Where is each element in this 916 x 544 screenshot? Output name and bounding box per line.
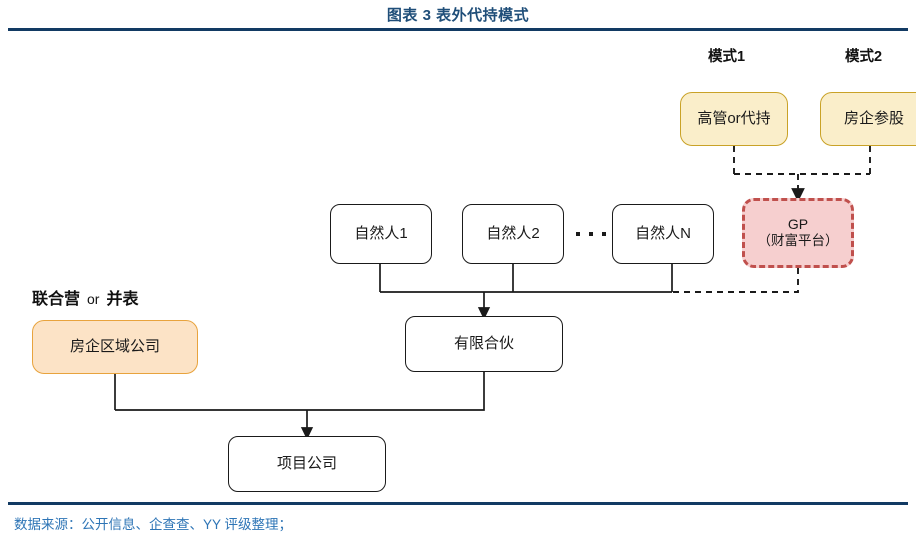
wire-gp-to-partner-bus: [672, 268, 799, 293]
ellipsis-dot: [589, 232, 593, 236]
node-exec-proxy-label: 高管or代持: [697, 109, 771, 127]
header-rule: [8, 28, 908, 31]
source-note: 数据来源：公开信息、企查查、YY 评级整理；: [14, 517, 293, 532]
joint-venture-or-consolidation-label: 联合营 or 并表: [32, 285, 138, 309]
node-gp-line2: （财富平台）: [757, 233, 839, 249]
node-person-1[interactable]: 自然人1: [330, 204, 432, 264]
node-person-2-label: 自然人2: [486, 224, 540, 242]
node-developer-stake[interactable]: 房企参股: [820, 92, 916, 146]
node-limited-partner-label: 有限合伙: [453, 334, 514, 352]
node-person-n[interactable]: 自然人N: [612, 204, 714, 264]
node-exec-proxy[interactable]: 高管or代持: [680, 92, 788, 146]
node-person-2[interactable]: 自然人2: [462, 204, 564, 264]
node-developer-stake-label: 房企参股: [843, 109, 904, 127]
consolidation-label: 并表: [106, 291, 139, 308]
ellipsis-dot: [576, 232, 580, 236]
wire-limited-partner-to-project-bus: [115, 372, 485, 411]
node-gp-line1: GP: [787, 215, 809, 232]
node-project-company[interactable]: 项目公司: [228, 436, 386, 492]
node-developer-region[interactable]: 房企区域公司: [32, 320, 198, 374]
mode-1-label: 模式1: [708, 49, 746, 65]
ellipsis-between-persons: [576, 232, 606, 236]
node-gp[interactable]: GP （财富平台）: [742, 198, 854, 268]
node-developer-region-label: 房企区域公司: [69, 337, 160, 355]
figure-title: 图表 3 表外代持模式: [386, 7, 530, 24]
node-project-company-label: 项目公司: [276, 454, 337, 472]
joint-venture-label: 联合营: [32, 291, 81, 308]
footer-rule: [8, 502, 908, 505]
mode-2-label: 模式2: [845, 49, 883, 65]
node-limited-partner[interactable]: 有限合伙: [405, 316, 563, 372]
node-person-1-label: 自然人1: [354, 224, 408, 242]
ellipsis-dot: [602, 232, 606, 236]
node-person-n-label: 自然人N: [635, 224, 691, 242]
or-conjunction: or: [87, 291, 100, 307]
